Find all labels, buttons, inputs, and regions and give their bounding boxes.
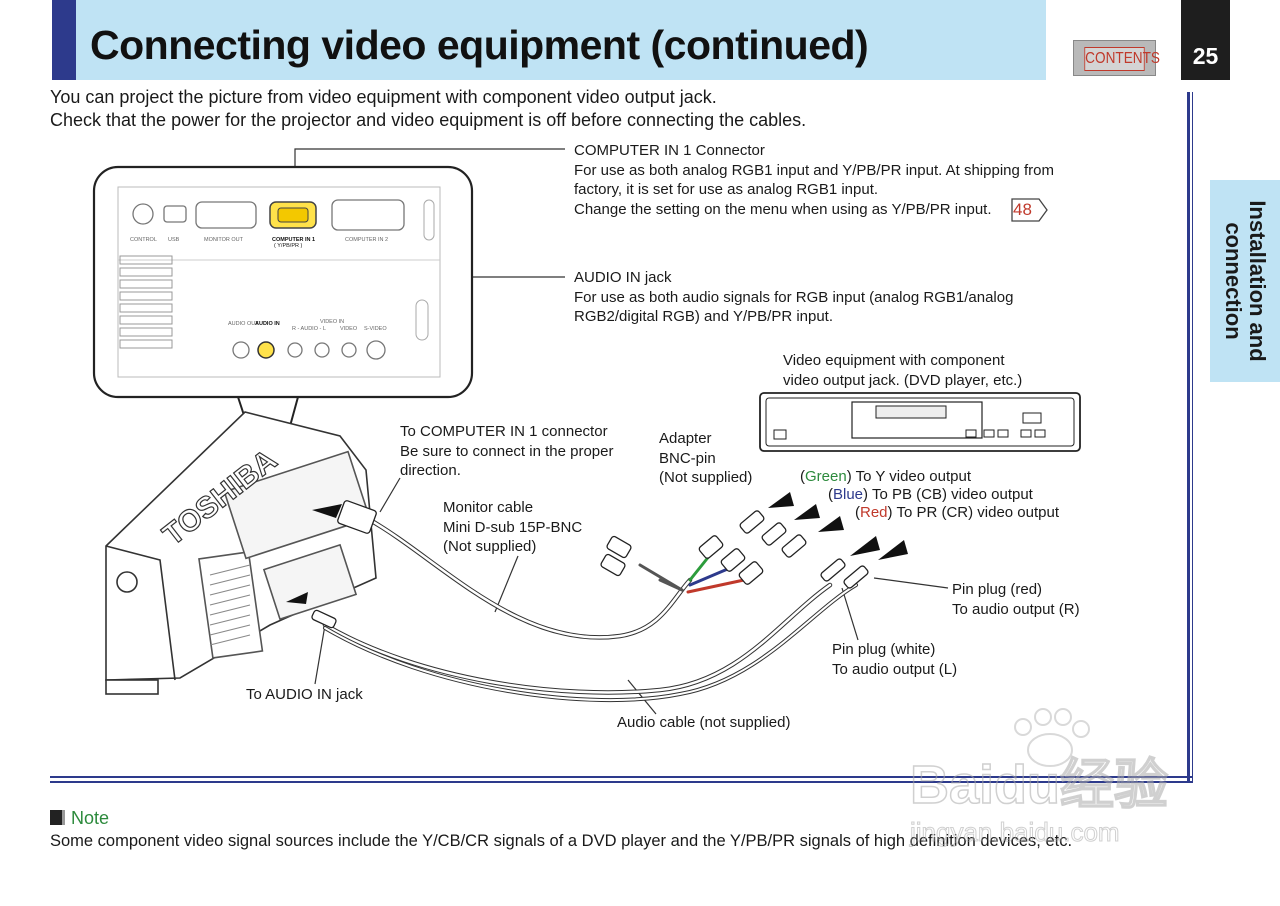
watermark-logo: Baidu经验 jingyan.baidu.com bbox=[909, 708, 1169, 848]
callout-monitor-cable: Monitor cable Mini D-sub 15P-BNC (Not su… bbox=[443, 498, 582, 557]
callout-computer-in: COMPUTER IN 1 Connector For use as both … bbox=[574, 141, 1054, 219]
callout-audio-in-line2: RGB2/digital RGB) and Y/PB/PR input. bbox=[574, 308, 834, 325]
leader-to-computer bbox=[379, 477, 401, 513]
svg-text:Baidu经验: Baidu经验 bbox=[910, 755, 1168, 815]
leader-monitor-cable bbox=[494, 555, 519, 613]
page-number: 25 bbox=[1181, 0, 1230, 80]
contents-button[interactable]: CONTENTS bbox=[1073, 40, 1160, 76]
callout-to-computer: To COMPUTER IN 1 connector Be sure to co… bbox=[400, 422, 613, 481]
leader-pin-red bbox=[873, 577, 949, 589]
note-heading: Note bbox=[50, 808, 109, 829]
note-icon bbox=[50, 810, 65, 825]
panel-label-r-audio-l: R - AUDIO - L bbox=[292, 326, 326, 332]
panel-label-monitor-out: MONITOR OUT bbox=[204, 237, 244, 243]
callout-computer-in-line1: For use as both analog RGB1 input and Y/… bbox=[574, 161, 1055, 179]
leader-to-audio bbox=[314, 624, 326, 685]
callout-audio-in-line1: For use as both audio signals for RGB in… bbox=[574, 288, 1014, 306]
rear-panel-zoom bbox=[92, 165, 474, 471]
callout-monitor-cable-line3: (Not supplied) bbox=[443, 538, 537, 555]
callout-green-rest: To Y video output bbox=[855, 468, 971, 485]
cables bbox=[322, 517, 858, 702]
callout-adapter: Adapter BNC-pin (Not supplied) bbox=[659, 429, 752, 488]
panel-label-video-in: VIDEO IN bbox=[320, 319, 345, 325]
projector-vents bbox=[209, 564, 251, 646]
callout-audio-in-title: AUDIO IN jack bbox=[574, 269, 672, 286]
callout-red-rest: To PR (CR) video output bbox=[896, 504, 1060, 521]
intro-line-1: You can project the picture from video e… bbox=[50, 87, 717, 107]
callout-adapter-line3: (Not supplied) bbox=[659, 469, 753, 486]
callout-green: (Green) To Y video output bbox=[800, 468, 971, 485]
callout-red: (Red) To PR (CR) video output bbox=[855, 504, 1060, 521]
header-band bbox=[76, 0, 1046, 80]
callout-blue-rest: To PB (CB) video output bbox=[871, 486, 1033, 503]
callout-computer-in-title: COMPUTER IN 1 Connector bbox=[574, 142, 765, 159]
callout-pin-white: Pin plug (white) To audio output (L) bbox=[832, 640, 957, 679]
section-tab[interactable] bbox=[1210, 180, 1280, 382]
callout-video-equipment-line1: Video equipment with component bbox=[783, 352, 1005, 369]
panel-label-video: VIDEO bbox=[340, 326, 358, 332]
callout-monitor-cable-line2: Mini D-sub 15P-BNC bbox=[443, 518, 583, 536]
panel-label-control: CONTROL bbox=[130, 237, 157, 243]
note-heading-label: Note bbox=[71, 808, 110, 828]
callout-computer-in-line2: factory, it is set for use as analog RGB… bbox=[574, 181, 879, 198]
panel-label-usb: USB bbox=[168, 237, 180, 243]
callout-pin-red-line2: To audio output (R) bbox=[952, 600, 1080, 618]
dvd-player bbox=[759, 392, 1081, 452]
page-ref-48-link[interactable] bbox=[1011, 198, 1048, 222]
callout-video-equipment: Video equipment with component video out… bbox=[783, 351, 1022, 390]
panel-label-audio-in: AUDIO IN bbox=[255, 321, 280, 327]
callout-adapter-line2: BNC-pin bbox=[659, 449, 716, 467]
panel-label-computer-in1: COMPUTER IN 1 bbox=[272, 237, 316, 243]
margin-rule bbox=[1187, 92, 1190, 782]
callout-video-equipment-line2: video output jack. (DVD player, etc.) bbox=[783, 371, 1023, 389]
callout-audio-cable: Audio cable (not supplied) bbox=[617, 714, 791, 731]
margin-rule-thin bbox=[1192, 92, 1193, 782]
bnc-connectors bbox=[311, 500, 869, 629]
projector-body bbox=[105, 411, 377, 695]
callout-to-audio: To AUDIO IN jack bbox=[246, 686, 363, 703]
footer-rule bbox=[50, 776, 1193, 778]
callout-green-word: Green bbox=[805, 468, 847, 485]
callout-adapter-line1: Adapter bbox=[659, 430, 712, 447]
callout-pin-red-line1: Pin plug (red) bbox=[952, 581, 1043, 598]
callout-monitor-cable-line1: Monitor cable bbox=[443, 499, 534, 516]
panel-label-computer-in1-sub: ( Y/PB/PR ) bbox=[274, 243, 303, 249]
direction-arrows bbox=[286, 492, 908, 604]
callout-pin-red: Pin plug (red) To audio output (R) bbox=[952, 580, 1080, 619]
callout-red-word: Red bbox=[860, 504, 888, 521]
callout-blue: (Blue) To PB (CB) video output bbox=[828, 486, 1033, 503]
panel-label-computer-in2: COMPUTER IN 2 bbox=[345, 237, 389, 243]
panel-label-s-video: S-VIDEO bbox=[364, 326, 387, 332]
header-accent-bar bbox=[52, 0, 76, 80]
callout-blue-word: Blue bbox=[833, 486, 864, 503]
callout-to-computer-line2: Be sure to connect in the proper bbox=[400, 442, 614, 460]
callout-to-computer-line1: To COMPUTER IN 1 connector bbox=[400, 423, 608, 440]
note-text: Some component video signal sources incl… bbox=[50, 832, 1073, 850]
svg-text:jingyan.baidu.com: jingyan.baidu.com bbox=[909, 817, 1120, 847]
intro-line-2: Check that the power for the projector a… bbox=[50, 110, 807, 130]
contents-button-label: CONTENTS bbox=[1084, 47, 1160, 71]
callout-pin-white-line2: To audio output (L) bbox=[832, 660, 958, 678]
page-title: Connecting video equipment (continued) bbox=[90, 22, 869, 68]
audio-in-jack bbox=[257, 341, 275, 359]
callout-computer-in-line3: Change the setting on the menu when usin… bbox=[574, 200, 992, 218]
callout-pin-white-line1: Pin plug (white) bbox=[832, 641, 936, 658]
callout-to-computer-line3: direction. bbox=[400, 462, 461, 479]
leader-pin-white bbox=[841, 587, 859, 641]
callout-audio-in: AUDIO IN jack For use as both audio sign… bbox=[574, 268, 1013, 327]
panel-label-audio-out: AUDIO OUT bbox=[228, 321, 259, 327]
footer-rule-2 bbox=[50, 781, 1193, 783]
